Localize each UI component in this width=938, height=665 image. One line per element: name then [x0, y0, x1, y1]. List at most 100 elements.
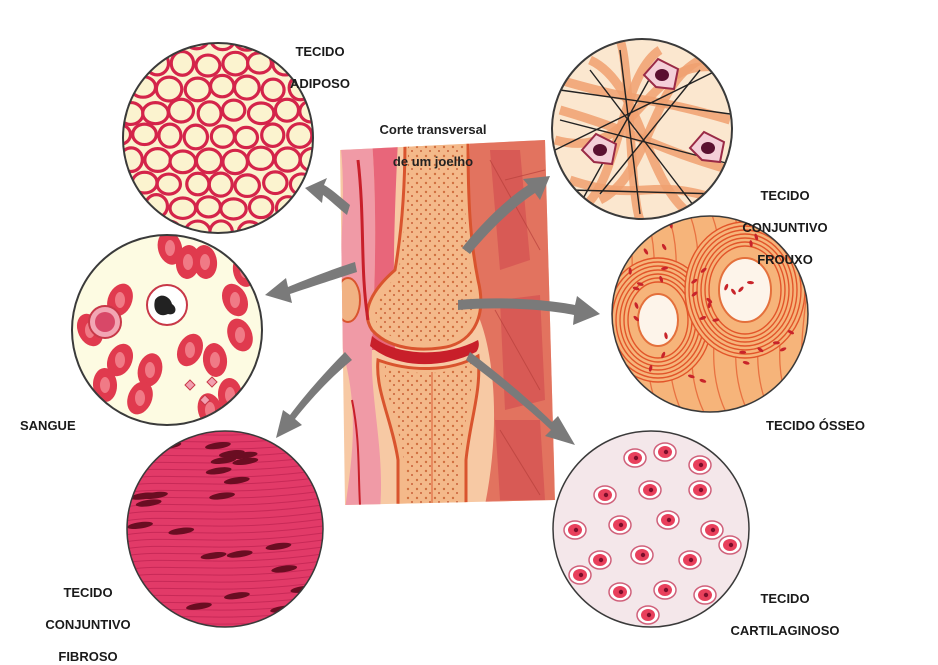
label-fibrous-line-1: TECIDO — [63, 585, 112, 600]
osteocyte — [620, 254, 627, 262]
chondrocyte-nucleus — [649, 488, 653, 492]
chondrocyte-nucleus — [699, 463, 703, 467]
label-adipose-line-2: ADIPOSO — [290, 76, 350, 91]
chondrocyte-nucleus — [599, 558, 603, 562]
fat-cell — [249, 197, 272, 218]
fat-cell — [185, 78, 210, 101]
chondrocyte-nucleus — [667, 518, 671, 522]
fat-cell — [171, 52, 193, 76]
osteocyte — [618, 397, 624, 405]
label-bone-line-1: TECIDO ÓSSEO — [766, 418, 865, 433]
blood-circle — [72, 228, 262, 429]
fat-cell — [235, 175, 259, 197]
fat-cell — [221, 199, 246, 219]
red-blood-cell-center — [210, 352, 220, 368]
fat-cell — [145, 195, 167, 218]
fat-cell — [107, 30, 129, 51]
title-line-2: de um joelho — [393, 154, 473, 169]
fat-cell — [170, 198, 196, 218]
fat-cell — [157, 174, 180, 194]
chondrocyte-nucleus — [664, 588, 668, 592]
red-blood-cell-center — [230, 292, 240, 308]
fat-cell — [263, 221, 285, 243]
fat-cell — [300, 148, 326, 171]
label-loose-line-2: CONJUNTIVO — [742, 220, 827, 235]
fibroblast-nucleus — [593, 144, 607, 156]
red-blood-cell-center — [165, 240, 175, 256]
fat-cell — [197, 197, 221, 217]
label-adipose-line-1: TECIDO — [295, 44, 344, 59]
fat-cell — [108, 221, 130, 242]
fat-cell — [143, 103, 169, 124]
fat-cell — [276, 197, 299, 220]
red-blood-cell-center — [115, 352, 125, 368]
fat-cell — [211, 28, 235, 50]
knee-section-title: Corte transversal de um joelho — [358, 106, 508, 170]
fat-cell — [145, 149, 171, 172]
fat-cell — [209, 173, 232, 196]
label-adipose: TECIDO ADIPOSO — [272, 28, 368, 92]
arrow-to-fibrous — [276, 352, 352, 438]
loose-connective-circle — [552, 39, 732, 220]
fat-cell — [159, 124, 181, 147]
fat-cell — [108, 125, 131, 145]
osteocyte — [640, 224, 647, 231]
chondrocyte-nucleus — [641, 553, 645, 557]
fat-cell — [248, 103, 273, 124]
chondrocyte-nucleus — [574, 528, 578, 532]
fat-cell — [196, 149, 221, 173]
chondrocyte-nucleus — [579, 573, 583, 577]
fat-cell — [223, 150, 248, 173]
fat-cell — [262, 124, 284, 146]
label-loose-line-1: TECIDO — [760, 188, 809, 203]
fat-cell — [211, 126, 234, 147]
label-blood-line-1: SANGUE — [20, 418, 76, 433]
osteocyte — [621, 363, 626, 371]
fat-cell — [289, 222, 313, 244]
fat-cell — [170, 151, 196, 173]
label-blood: SANGUE — [20, 402, 76, 434]
chondrocyte-nucleus — [711, 528, 715, 532]
tissue-diagram — [0, 0, 938, 651]
fat-cell — [248, 53, 272, 73]
label-fibrous-line-2: CONJUNTIVO — [45, 617, 130, 632]
fat-cell — [198, 102, 221, 125]
haversian-canal — [638, 294, 678, 346]
fat-cell — [133, 28, 155, 52]
chondrocyte-nucleus — [704, 593, 708, 597]
red-blood-cell-center — [135, 390, 145, 406]
label-cartilage-line-1: TECIDO — [760, 591, 809, 606]
chondrocyte-nucleus — [634, 456, 638, 460]
red-blood-cell-center — [183, 254, 193, 270]
fat-cell — [196, 55, 220, 76]
fat-cell — [169, 99, 194, 122]
lymphocyte-nucleus — [95, 312, 115, 332]
fat-cell — [184, 125, 207, 149]
fat-cell — [223, 52, 248, 75]
fat-cell — [234, 76, 259, 99]
red-blood-cell-center — [100, 377, 110, 393]
label-loose-connective: TECIDO CONJUNTIVO FROUXO — [730, 172, 840, 268]
fat-cell — [133, 124, 157, 144]
chondrocyte-nucleus — [604, 493, 608, 497]
fat-cell — [118, 55, 142, 76]
label-fibrous-line-3: FIBROSO — [58, 649, 117, 664]
label-cartilage-line-2: CARTILAGINOSO — [730, 623, 839, 638]
red-blood-cell-center — [200, 254, 210, 270]
fat-cell — [235, 127, 257, 147]
fat-cell — [223, 100, 245, 120]
fat-cell — [211, 75, 234, 96]
fat-cell — [275, 148, 300, 171]
fat-cell — [288, 124, 312, 148]
label-bone: TECIDO ÓSSEO — [766, 402, 865, 434]
fibroblast-nucleus — [655, 69, 669, 81]
fibroblast-nucleus — [701, 142, 715, 154]
chondrocyte-nucleus — [619, 523, 623, 527]
label-loose-line-3: FROUXO — [757, 252, 813, 267]
fat-cell — [187, 173, 209, 195]
fat-cell — [119, 103, 143, 125]
fat-cell — [106, 78, 130, 100]
chondrocyte-nucleus — [729, 543, 733, 547]
red-blood-cell-center — [115, 292, 125, 308]
title-line-1: Corte transversal — [380, 122, 487, 137]
